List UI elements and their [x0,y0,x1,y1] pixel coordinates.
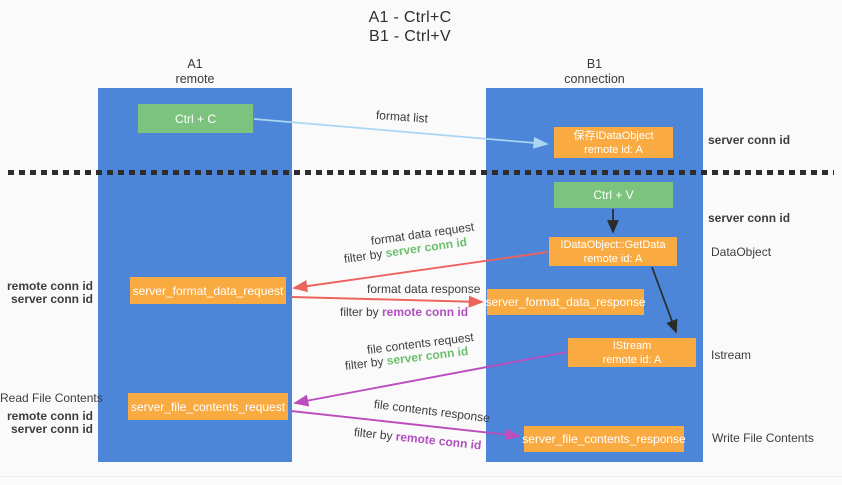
label-filter-by-remote-conn-id-1: filter by remote conn id [340,305,468,319]
label-format-list: format list [375,108,429,126]
title-line-b1: B1 - Ctrl+V [369,28,451,45]
annotation-write-file-contents: Write File Contents [712,431,814,445]
node-server-format-data-response: server_format_data_response [485,289,646,315]
annotation-server-conn-id-top-right: server conn id [708,133,791,147]
label-format-data-response: format data response [367,282,481,296]
remote-conn-id-text: remote conn id [395,429,483,453]
lifeline-a1-label: remote [175,72,215,86]
label-filter-by-remote-conn-id-2: filter by remote conn id [353,425,482,452]
getdata-remote-id: remote id: A [583,252,643,265]
filter-by-text: filter by [344,353,388,373]
getdata-title: IDataObject::GetData [560,238,666,251]
node-ctrl-v: Ctrl + V [554,182,673,208]
annotation-server-conn-id-right: server conn id [708,211,791,225]
annotation-dataobject: DataObject [711,245,772,259]
node-ctrl-c: Ctrl + C [138,104,253,133]
annotation-read-file-contents: Read File Contents [0,391,103,405]
label-file-contents-response: file contents response [373,397,491,426]
arrow-format-data-response [290,295,484,308]
istream-remote-id: remote id: A [602,353,662,366]
node-server-format-data-request: server_format_data_request [130,277,286,304]
lifeline-b1-id: B1 [586,57,603,71]
ctrl-c-label: Ctrl + C [174,111,216,126]
annotation-remote-conn-id-left-1: remote conn id [6,279,93,293]
window-bottom-edge [0,476,842,477]
server-format-data-request-label: server_format_data_request [132,283,284,298]
server-file-contents-request-label: server_file_contents_request [130,399,286,414]
server-format-data-response-label: server_format_data_response [485,295,646,309]
lifeline-b1-label: connection [564,72,625,86]
lifeline-header-a1: A1 remote [98,57,292,87]
node-save-idataobject: 保存IDataObject remote id: A [554,127,673,158]
title-line-a1: A1 - Ctrl+C [368,9,452,26]
machine-boundary-dotted-line [8,170,834,175]
node-server-file-contents-request: server_file_contents_request [128,393,288,420]
remote-conn-id-text: remote conn id [382,305,469,319]
save-idataobject-title: 保存IDataObject [573,129,654,142]
diagram-title: A1 - Ctrl+C B1 - Ctrl+V [300,8,520,46]
node-istream: IStream remote id: A [568,338,696,367]
lifeline-header-b1: B1 connection [486,57,703,87]
annotation-server-conn-id-left-2: server conn id [10,422,93,436]
filter-by-text: filter by [340,305,383,319]
filter-by-text: filter by [353,425,397,444]
istream-title: IStream [612,339,652,352]
annotation-istream: Istream [711,348,752,362]
ctrl-v-label: Ctrl + V [593,188,634,202]
lifeline-a1-id: A1 [187,57,203,71]
node-server-file-contents-response: server_file_contents_response [522,426,686,452]
server-file-contents-response-label: server_file_contents_response [522,432,686,446]
filter-by-text: filter by [343,246,387,266]
annotation-remote-conn-id-left-2: remote conn id [6,409,93,423]
annotation-server-conn-id-left-1: server conn id [10,292,93,306]
save-idataobject-remote-id: remote id: A [584,143,643,156]
node-idataobject-getdata: IDataObject::GetData remote id: A [549,237,677,266]
